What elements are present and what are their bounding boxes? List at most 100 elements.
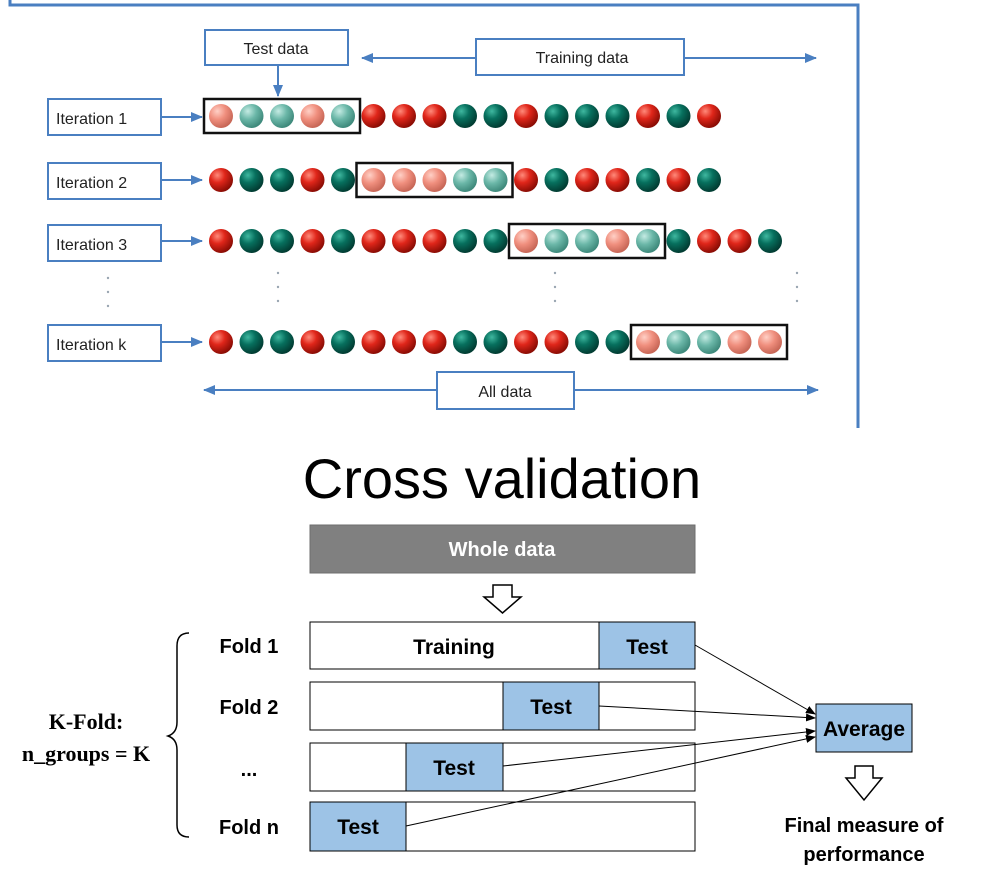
- bottom-panel: Whole data K-Fold: n_groups = K Fold 1 T…: [22, 524, 944, 866]
- iteration-row-1: Iteration 1: [47, 97, 721, 136]
- test-ball: [331, 104, 355, 128]
- test-segment: [502, 681, 600, 731]
- top-panel: Test data Training data Iteration 1 Iter…: [8, 0, 860, 428]
- test-ball: [636, 330, 660, 354]
- training-ball: [697, 104, 721, 128]
- training-ball: [453, 330, 477, 354]
- average-box: [815, 703, 913, 753]
- test-ball: [605, 229, 630, 253]
- training-ball: [270, 168, 294, 192]
- training-ball: [361, 330, 386, 354]
- training-ball: [575, 168, 599, 192]
- training-ball: [666, 104, 691, 128]
- training-ball: [392, 330, 416, 354]
- training-ball: [575, 104, 599, 128]
- training-ball: [575, 330, 599, 354]
- training-ball: [300, 168, 325, 192]
- down-arrow-icon: [844, 765, 884, 802]
- training-ball: [331, 168, 355, 192]
- iteration-row-k: Iteration k: [47, 323, 789, 362]
- test-label: Test: [433, 757, 475, 780]
- test-ball: [392, 168, 416, 192]
- all-data-label: All data: [478, 384, 531, 401]
- training-ball: [239, 229, 264, 253]
- training-ball: [270, 330, 294, 354]
- training-ball: [392, 104, 416, 128]
- performance-label: performance: [803, 844, 924, 866]
- training-ball: [422, 229, 447, 253]
- training-ball: [361, 229, 386, 253]
- training-ball: [758, 229, 782, 253]
- test-data-box: [204, 29, 349, 66]
- balls-row: [209, 161, 721, 199]
- training-ball: [514, 330, 538, 354]
- training-ball: [331, 229, 355, 253]
- test-ball: [697, 330, 721, 354]
- training-ball: [209, 229, 233, 253]
- test-ball: [361, 168, 386, 192]
- iteration-box: [47, 224, 162, 262]
- training-ball: [453, 229, 477, 253]
- final-measure-label: Final measure of: [785, 815, 944, 837]
- test-fold-frame: [629, 323, 789, 361]
- fold-label: Fold 2: [220, 697, 279, 719]
- whole-data-box: [309, 524, 696, 574]
- test-label: Test: [337, 816, 379, 839]
- test-ball: [575, 229, 599, 253]
- iteration-label: Iteration 2: [56, 175, 127, 192]
- iteration-label: Iteration 3: [56, 237, 127, 254]
- test-ball: [300, 104, 325, 128]
- training-ball: [666, 168, 691, 192]
- balls-row: [209, 323, 789, 361]
- training-ball: [392, 229, 416, 253]
- test-segment: [309, 801, 407, 852]
- training-ball: [727, 229, 752, 253]
- training-ball: [331, 330, 355, 354]
- training-ball: [697, 229, 721, 253]
- training-ball: [483, 330, 508, 354]
- training-ball: [422, 330, 447, 354]
- training-ball: [514, 168, 538, 192]
- average-connectors: [405, 644, 816, 827]
- test-fold-frame: [355, 161, 514, 199]
- iteration-row-3: Iteration 3: [47, 222, 782, 262]
- test-ball: [239, 104, 264, 128]
- iteration-row-2: Iteration 2: [47, 161, 721, 200]
- training-ball: [636, 104, 660, 128]
- training-ball: [514, 104, 538, 128]
- training-data-label: Training data: [536, 50, 629, 67]
- training-ball: [209, 330, 233, 354]
- training-ball: [361, 104, 386, 128]
- test-ball: [453, 168, 477, 192]
- test-ball: [636, 229, 660, 253]
- test-ball: [422, 168, 447, 192]
- training-ball: [605, 168, 630, 192]
- test-ball: [209, 104, 233, 128]
- training-ball: [422, 104, 447, 128]
- training-ball: [605, 104, 630, 128]
- training-ball: [605, 330, 630, 354]
- training-ball: [483, 229, 508, 253]
- training-ball: [239, 330, 264, 354]
- training-ball: [300, 229, 325, 253]
- training-ball: [666, 229, 691, 253]
- page-title: Cross validation: [303, 447, 701, 510]
- iteration-box: [47, 98, 162, 136]
- training-label: Training: [413, 636, 495, 659]
- balls-row: [209, 222, 782, 260]
- training-ball: [483, 104, 508, 128]
- iteration-label: Iteration k: [56, 337, 127, 354]
- test-label: Test: [530, 696, 572, 719]
- training-ball: [453, 104, 477, 128]
- fold-label: Fold 1: [220, 636, 279, 658]
- training-ball: [209, 168, 233, 192]
- iteration-label: Iteration 1: [56, 111, 127, 128]
- training-ball: [239, 168, 264, 192]
- iteration-box: [47, 324, 162, 362]
- training-ball: [697, 168, 721, 192]
- test-ball: [758, 330, 782, 354]
- panel-frame: [8, 0, 860, 428]
- balls-row: [202, 97, 721, 135]
- training-ball: [544, 330, 569, 354]
- training-ball: [270, 229, 294, 253]
